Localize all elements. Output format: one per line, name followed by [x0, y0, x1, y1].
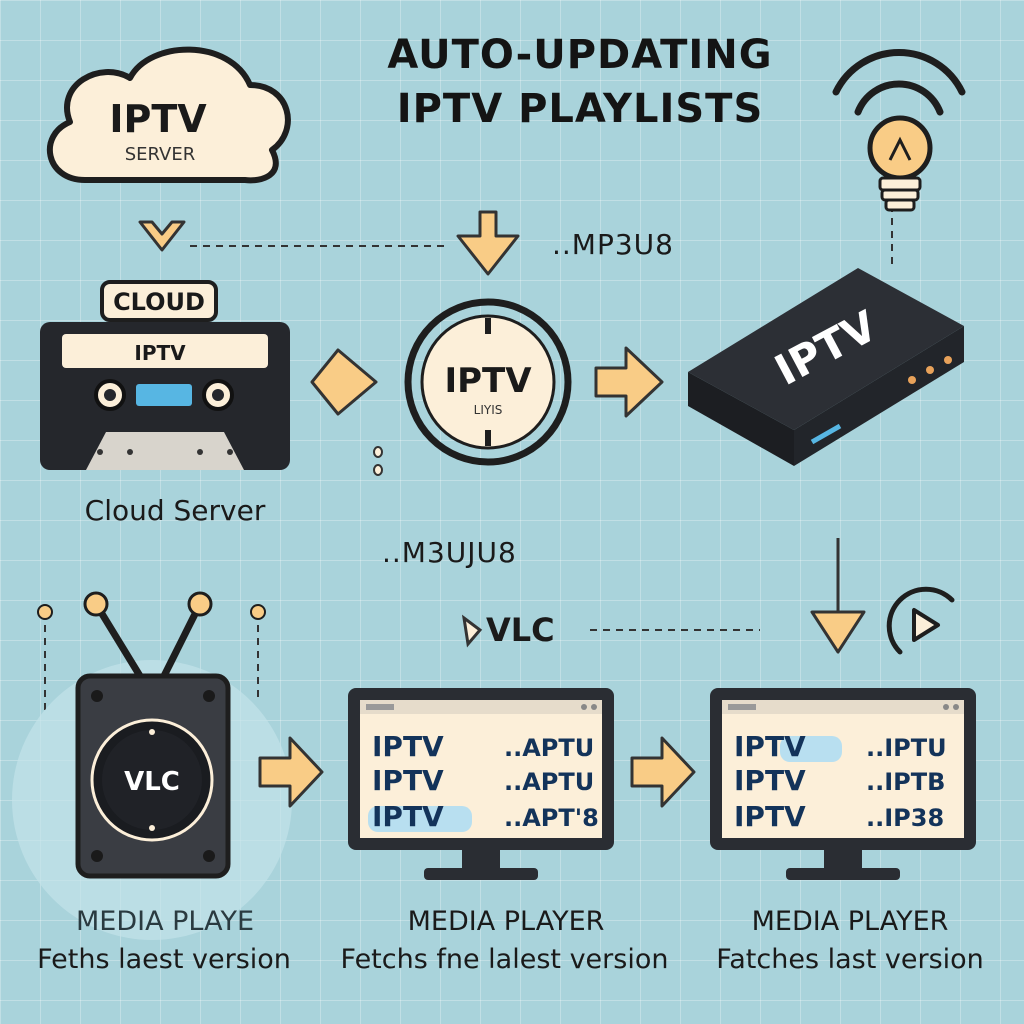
- monitor-right-row-name: IPTV: [734, 764, 806, 797]
- monitor-right-row-ext: ..IP38: [866, 804, 944, 832]
- arrow-down-icon: [138, 220, 186, 252]
- monitor-middle-row-name: IPTV: [372, 800, 444, 833]
- caption-right-line2: Fatches last version: [716, 944, 984, 975]
- cassette-icon: [40, 322, 290, 470]
- tv-label: VLC: [124, 767, 180, 797]
- tv-icon: [12, 591, 292, 940]
- monitor-right-row-ext: ..IPTU: [866, 734, 947, 762]
- caption-middle-line1: MEDIA PLAYER: [407, 906, 605, 937]
- extension-label-top: ..MP3U8: [552, 228, 674, 261]
- arrow-right-icon: [310, 348, 378, 416]
- set-top-box-icon: [688, 268, 964, 466]
- caption-left-line2: Feths laest version: [37, 944, 291, 975]
- vlc-pointer-icon: [461, 614, 483, 648]
- caption-left-line1: MEDIA PLAYE: [75, 906, 255, 937]
- playlist-badge-sub: LIYIS: [474, 403, 503, 417]
- cloud-tag: [100, 280, 218, 322]
- cassette-label: IPTV: [134, 341, 186, 365]
- cloud-icon: [46, 46, 291, 184]
- monitor-middle-row-ext: ..APT'8: [504, 804, 599, 832]
- title-line-1: AUTO-UPDATING: [387, 32, 773, 78]
- page-title: AUTO-UPDATING IPTV PLAYLISTS: [300, 28, 860, 136]
- monitor-middle-row-ext: ..APTU: [504, 768, 594, 796]
- arrow-right-icon: [630, 736, 696, 808]
- extension-label-middle: ..M3UJU8: [382, 536, 517, 569]
- title-line-2: IPTV PLAYLISTS: [396, 86, 764, 132]
- play-icon: [886, 586, 955, 655]
- vlc-link-label: VLC: [486, 611, 555, 649]
- monitor-right-row-name: IPTV: [734, 800, 806, 833]
- monitor-middle-row-name: IPTV: [372, 730, 444, 763]
- caption-right-line1: MEDIA PLAYER: [751, 906, 949, 937]
- arrow-down-icon: [456, 210, 520, 276]
- monitor-right-row-name: IPTV: [734, 730, 806, 763]
- cloud-sub: SERVER: [125, 144, 196, 165]
- arrow-down-icon: [810, 538, 866, 654]
- monitor-right-row-ext: ..IPTB: [866, 768, 945, 796]
- monitor-middle: [348, 688, 614, 880]
- cloud-brand: IPTV: [109, 97, 207, 141]
- separator-dots: [373, 446, 383, 476]
- monitor-middle-row-ext: ..APTU: [504, 734, 594, 762]
- arrow-right-icon: [258, 736, 324, 808]
- caption-middle-line2: Fetchs fne lalest version: [340, 944, 669, 975]
- playlist-badge-brand: IPTV: [444, 361, 532, 401]
- monitor-middle-row-name: IPTV: [372, 764, 444, 797]
- dashed-connectors: [44, 205, 893, 712]
- arrow-right-icon: [594, 346, 664, 418]
- monitor-right: [710, 688, 976, 880]
- light-bulb-icon: [832, 49, 966, 212]
- cloud-server-caption: Cloud Server: [84, 494, 266, 527]
- playlist-badge: [404, 298, 572, 466]
- cloud-tag-label: CLOUD: [113, 288, 205, 316]
